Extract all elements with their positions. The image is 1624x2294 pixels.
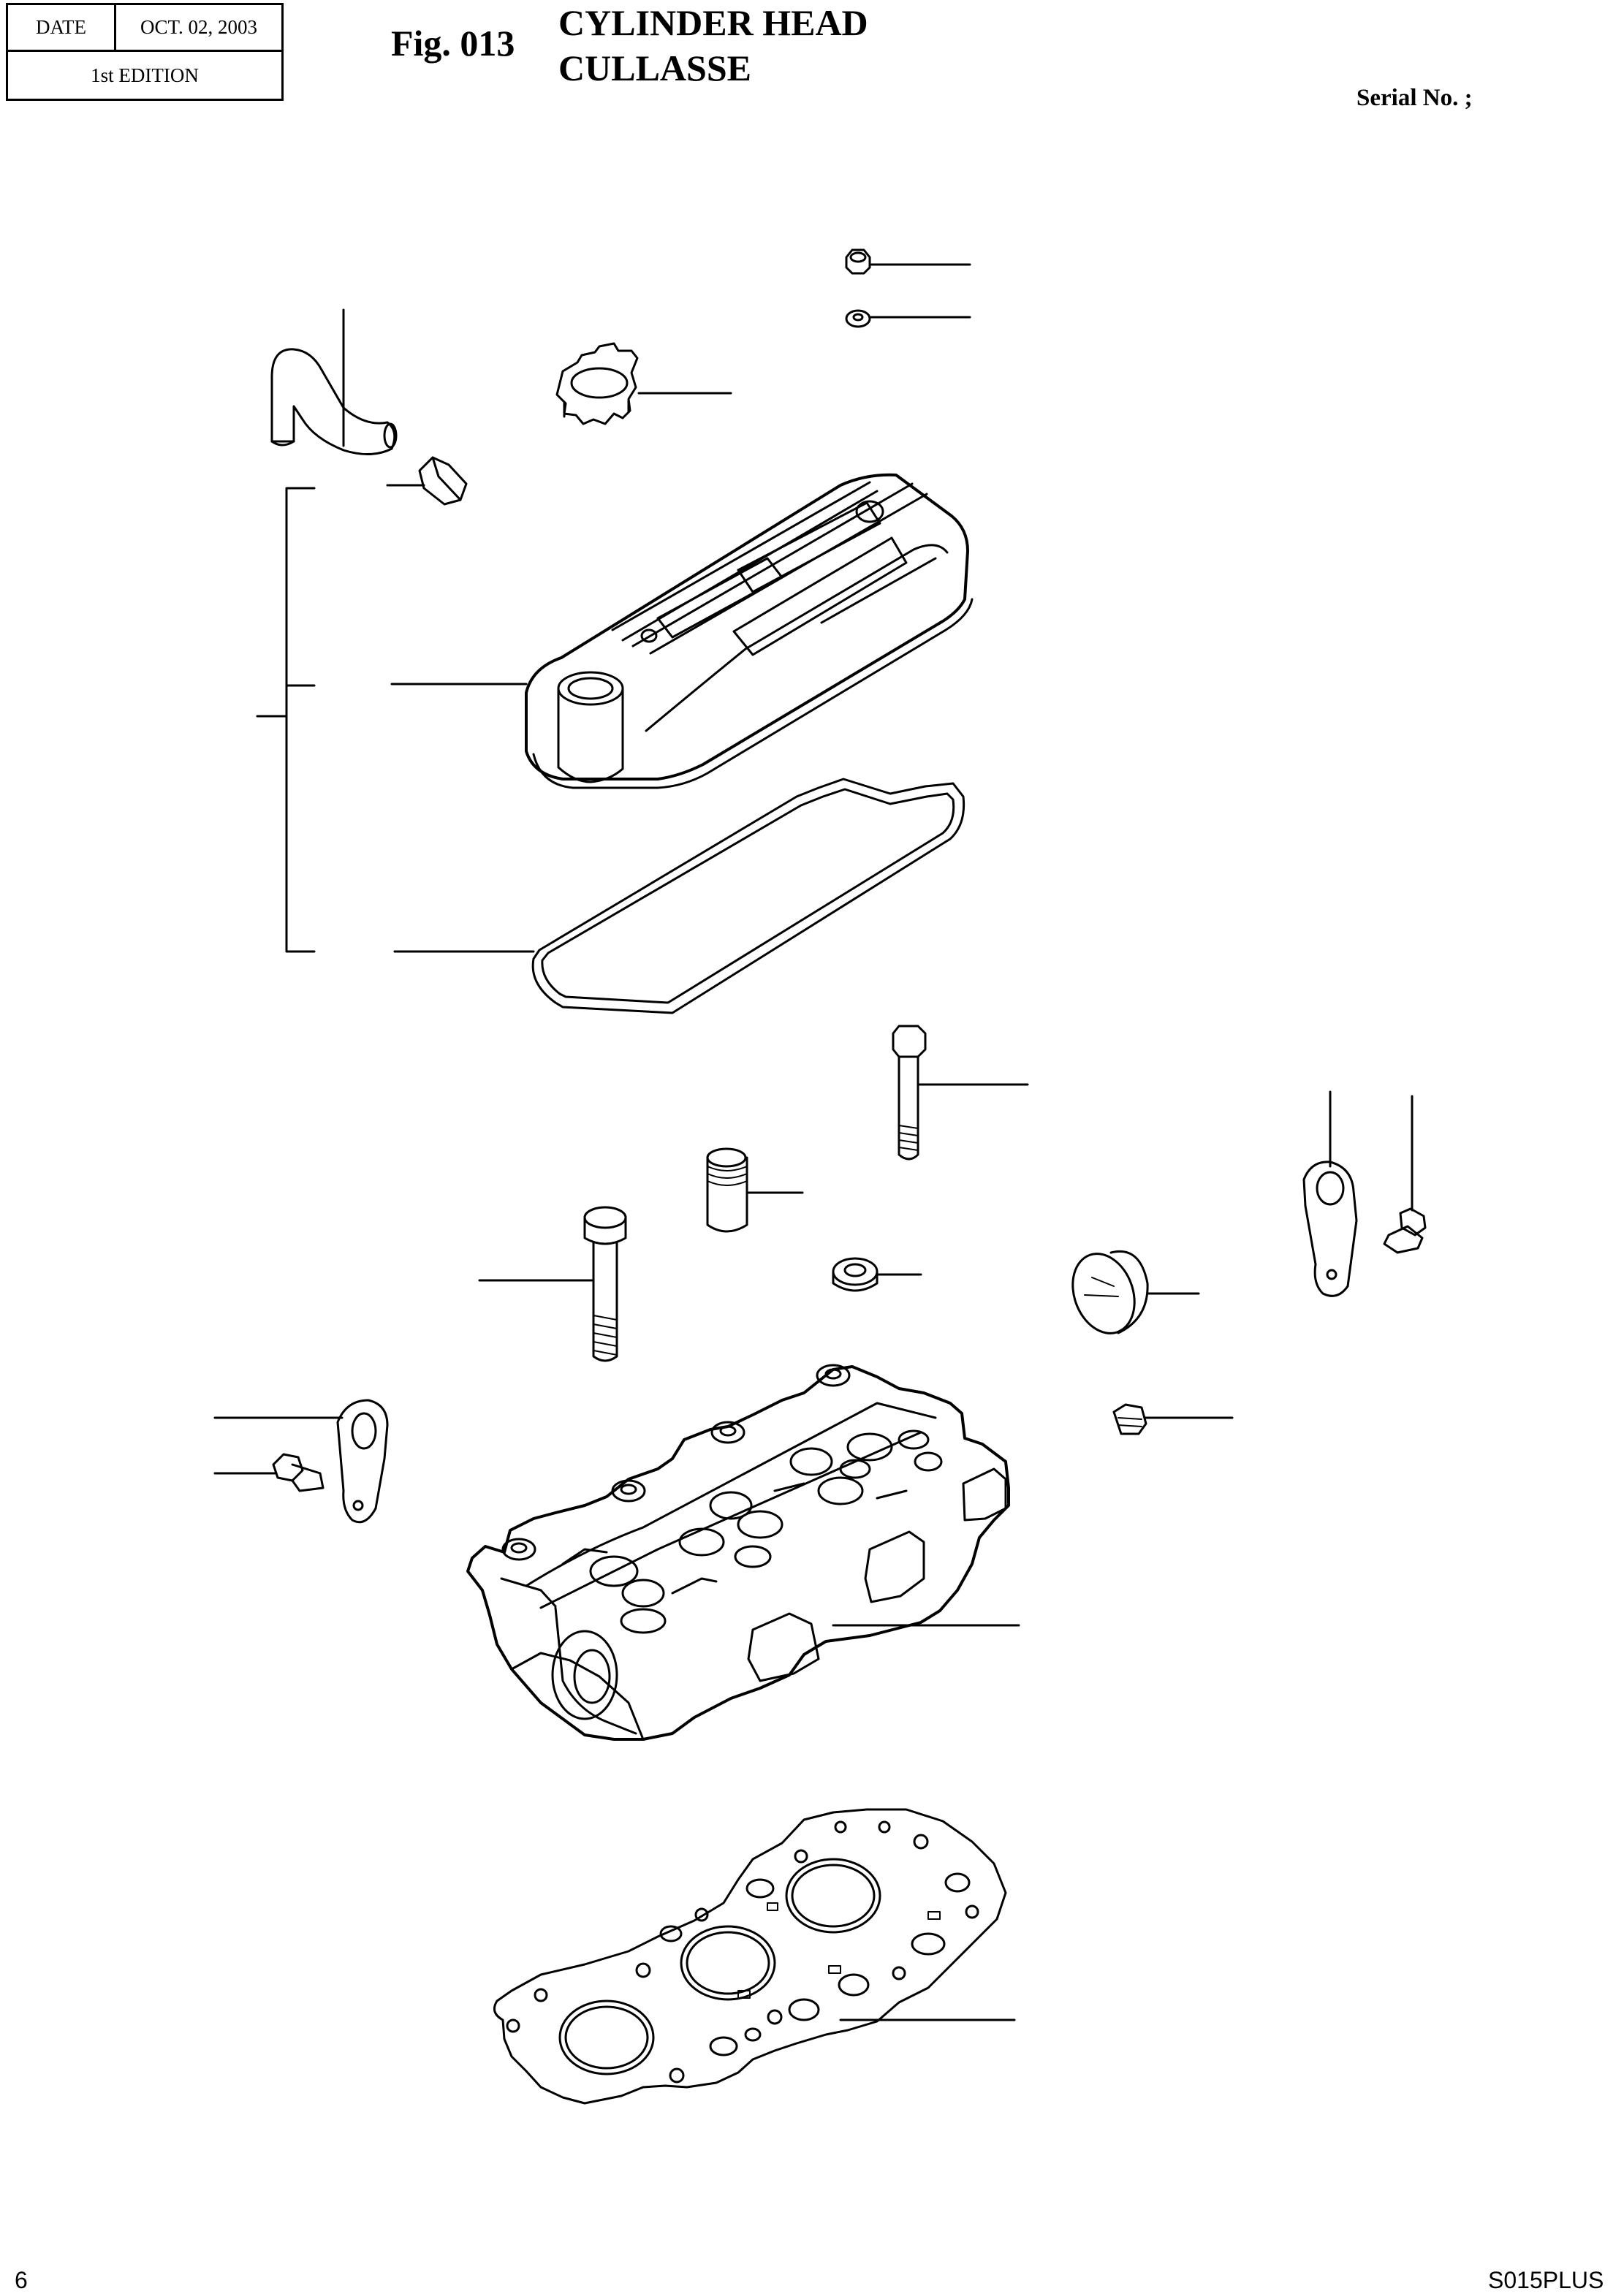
assembly-bracket (256, 487, 316, 953)
breather-pipe-fitting-part (386, 456, 468, 506)
serial-number-label: Serial No. ; (1357, 85, 1473, 111)
expansion-plug-part (1071, 1250, 1200, 1334)
valve-guide-part (706, 1147, 804, 1233)
title-english: CYLINDER HEAD (558, 2, 868, 43)
cap-nut-part (845, 248, 971, 275)
date-label: DATE (8, 5, 116, 50)
breather-hose-part (270, 308, 398, 456)
page-number: 6 (15, 2267, 28, 2293)
head-bolt-long-part (478, 1206, 627, 1362)
cylinder-head-cover-part (390, 473, 974, 789)
figure-number: Fig. 013 (391, 23, 515, 64)
cylinder-head-part (466, 1364, 1020, 1741)
plug-part (1112, 1403, 1234, 1435)
washer-part (845, 309, 971, 328)
date-value: OCT. 02, 2003 (140, 16, 257, 38)
date-edition-table: DATE OCT. 02, 2003 1st EDITION (6, 3, 284, 101)
hook-bolt-left-part (213, 1453, 325, 1492)
head-gasket-part (493, 1808, 1016, 2105)
hook-bolt-right-part (1383, 1095, 1427, 1254)
edition-label: 1st EDITION (91, 64, 199, 86)
title-french: CULLASSE (558, 48, 751, 88)
model-code: S015PLUS (1488, 2267, 1604, 2293)
head-bolt-short-part (892, 1025, 1029, 1161)
lifting-hook-right-part (1302, 1090, 1358, 1297)
date-row: DATE OCT. 02, 2003 (8, 5, 281, 52)
valve-seal-part (832, 1257, 922, 1292)
lifting-hook-left-part (213, 1399, 389, 1524)
oil-filler-cap-part (555, 342, 732, 425)
cover-gasket-part (393, 778, 965, 1014)
